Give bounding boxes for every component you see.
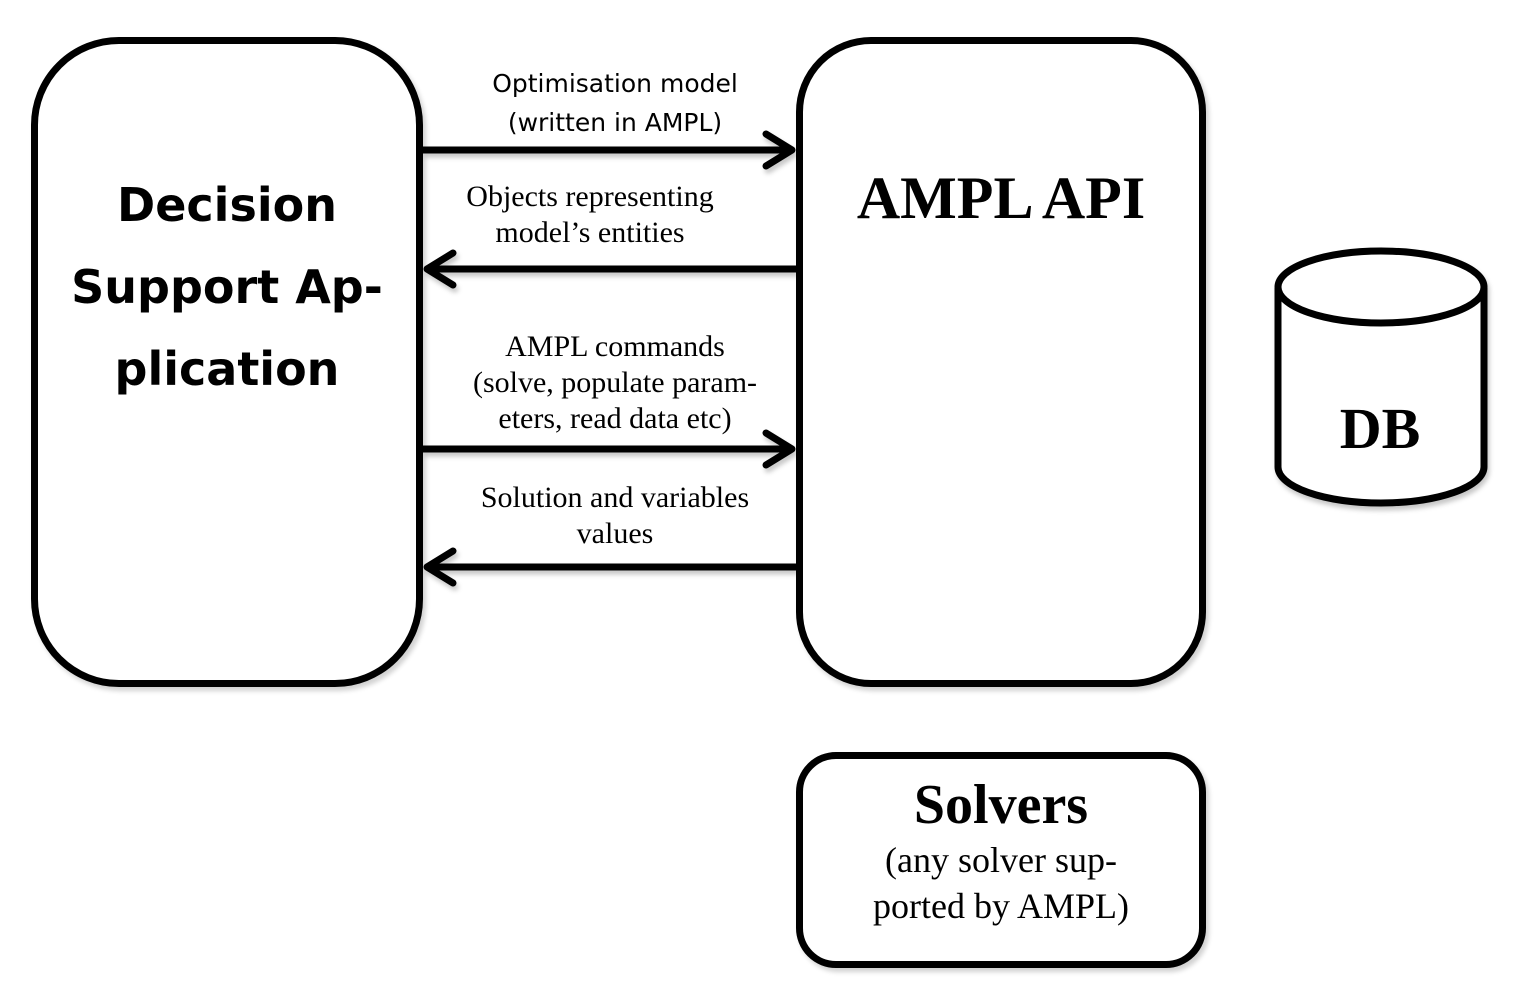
decision-support-application-node: Decision Support Ap-plication bbox=[31, 37, 423, 687]
edge-label-line: (written in AMPL) bbox=[507, 108, 723, 137]
edge-label-line: eters, read data etc) bbox=[498, 402, 732, 435]
edge-label-optimisation-model: Optimisation model (written in AMPL) bbox=[440, 64, 790, 142]
ampl-api-label: AMPL API bbox=[856, 164, 1146, 231]
edge-label-solution-values: Solution and variables values bbox=[440, 480, 790, 552]
arrow-solution-values bbox=[423, 547, 796, 587]
ampl-api-node: AMPL API bbox=[796, 37, 1206, 687]
arrow-objects-representing bbox=[423, 249, 796, 289]
edge-label-line: (solve, populate param- bbox=[472, 366, 758, 399]
solvers-node: Solvers (any solver sup-ported by AMPL) bbox=[796, 752, 1206, 968]
decision-support-application-label: Decision Support Ap-plication bbox=[71, 178, 383, 396]
db-label: DB bbox=[1339, 396, 1421, 461]
edge-label-line: Objects representing bbox=[466, 180, 714, 213]
edge-label-objects-representing: Objects representing model’s entities bbox=[420, 179, 760, 251]
edge-label-line: AMPL commands bbox=[505, 330, 725, 363]
db-cylinder-icon bbox=[1274, 247, 1488, 507]
edge-label-line: Optimisation model bbox=[492, 69, 738, 98]
arrow-ampl-commands bbox=[423, 429, 796, 469]
edge-label-line: values bbox=[576, 517, 654, 550]
arrow-optimisation-model bbox=[423, 130, 796, 170]
solvers-sublabel: (any solver sup-ported by AMPL) bbox=[873, 840, 1129, 926]
edge-label-line: model’s entities bbox=[495, 216, 685, 249]
solvers-label: Solvers bbox=[913, 774, 1089, 836]
edge-label-line: Solution and variables bbox=[480, 481, 750, 514]
edge-label-ampl-commands: AMPL commands (solve, populate param- et… bbox=[440, 329, 790, 437]
